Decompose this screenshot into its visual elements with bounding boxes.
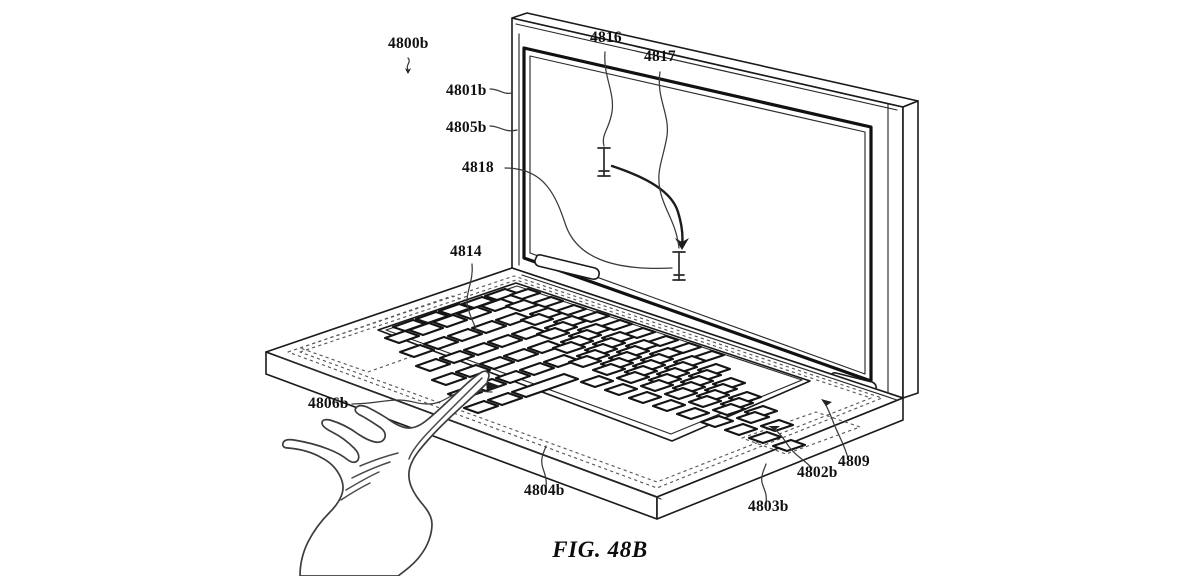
base-rear-rail-line: [521, 274, 898, 401]
keyboard-assembly: [377, 282, 811, 453]
text-cursor-moved-icon: [672, 251, 686, 281]
leader-4801b: [489, 88, 513, 95]
base-front-rail-line: [276, 355, 662, 500]
user-hand: [281, 370, 490, 576]
touch-region-dashed-inner: [299, 279, 872, 483]
hand-crease-2: [351, 461, 391, 479]
ref-label-4801b: 4801b: [446, 82, 487, 99]
hand-crease-1: [359, 452, 399, 467]
hand-crease-4: [340, 482, 371, 501]
ref-label-4804b: 4804b: [524, 482, 565, 499]
leader-4802b-arrowhead: [768, 426, 780, 430]
ref-label-4809: 4809: [838, 453, 870, 470]
keyboard-keys: [383, 287, 807, 453]
leader-lines: [351, 51, 849, 504]
reference-numeral-labels: 4800b 4801b 4805b 4818 4816 4817 4814 48…: [308, 29, 870, 515]
display-bezel-top-band: [515, 23, 898, 111]
figure-caption: FIG. 48B: [551, 537, 648, 562]
index-finger-inner-contour: [408, 377, 483, 460]
ref-label-4814: 4814: [450, 243, 482, 260]
finger-contact-arrowhead: [486, 381, 500, 392]
ref-label-4806b: 4806b: [308, 395, 349, 412]
display-bezel-inner-line: [529, 55, 866, 375]
base-right-thickness-face: [656, 397, 904, 520]
leader-4809-arrowhead: [821, 399, 832, 406]
hinge-barrel-left: [534, 254, 600, 280]
leader-4814: [466, 263, 477, 331]
leader-4800b-arrowhead: [404, 68, 412, 74]
leader-4800b: [406, 57, 410, 71]
leader-4817: [658, 71, 680, 249]
display-housing-right-edge: [902, 100, 919, 399]
leader-4818: [504, 167, 673, 270]
touch-zone-right-dashed: [741, 411, 861, 455]
ref-label-4800b: 4800b: [388, 35, 429, 52]
leader-4806b: [351, 399, 429, 405]
leader-4803b: [761, 463, 767, 504]
ref-label-4816: 4816: [590, 29, 622, 46]
hand-crease-3: [345, 471, 380, 491]
ref-label-4817: 4817: [644, 48, 676, 65]
touch-region-dashed-outline: [287, 275, 883, 489]
leader-4809: [823, 401, 849, 459]
leader-4802b: [771, 427, 813, 469]
ref-label-4802b: 4802b: [797, 464, 838, 481]
cursor-motion-arrowhead: [675, 238, 689, 250]
leader-4804b: [541, 445, 547, 489]
ref-label-4803b: 4803b: [748, 498, 789, 515]
ref-label-4805b: 4805b: [446, 119, 487, 136]
text-cursor-initial-icon: [597, 147, 611, 177]
leader-4816: [602, 51, 614, 147]
screen-cursor-group: [597, 147, 689, 281]
leader-4805b: [489, 125, 518, 132]
ref-label-4818: 4818: [462, 159, 494, 176]
